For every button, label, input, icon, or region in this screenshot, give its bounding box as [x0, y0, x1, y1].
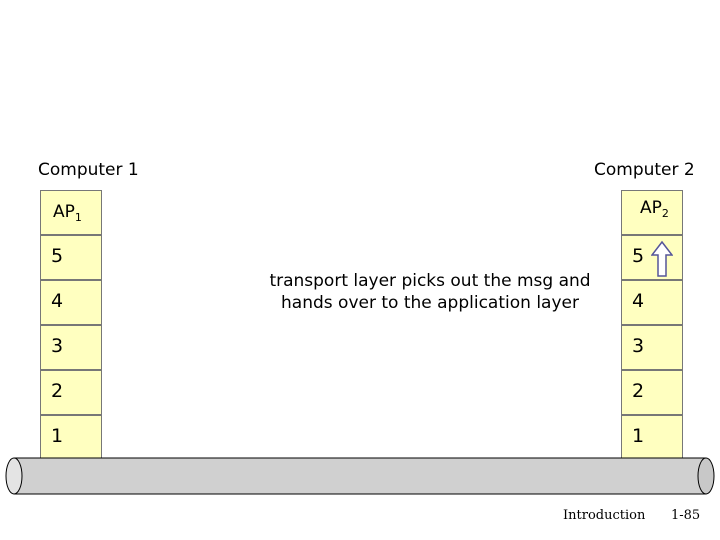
computer-2-app-box [621, 190, 683, 235]
computer-2-layer-3: 3 [621, 325, 683, 370]
computer-2-layer-4: 4 [621, 280, 683, 325]
footer-section: Introduction [563, 508, 646, 523]
computer-1-layer-1: 1 [40, 415, 102, 460]
computer-1-layer-3: 3 [40, 325, 102, 370]
computer-1-app-label: AP1 [53, 202, 82, 224]
computer-2-layer-2: 2 [621, 370, 683, 415]
computer-1-label: Computer 1 [38, 160, 139, 180]
caption-line-1: transport layer picks out the msg and [269, 271, 591, 291]
computer-2-label: Computer 2 [594, 160, 695, 180]
computer-2-layer-1: 1 [621, 415, 683, 460]
caption: transport layer picks out the msg and ha… [240, 270, 620, 314]
computer-2-layer-5: 5 [621, 235, 683, 280]
computer-1-layer-2: 2 [40, 370, 102, 415]
caption-line-2: hands over to the application layer [281, 293, 579, 313]
computer-1-layer-4: 4 [40, 280, 102, 325]
computer-1-app-box [40, 190, 102, 235]
network-cable [5, 457, 715, 495]
footer-page: 1-85 [671, 508, 701, 523]
up-arrow-icon [651, 240, 673, 277]
computer-1-layer-5: 5 [40, 235, 102, 280]
computer-2-app-label: AP2 [640, 198, 669, 220]
